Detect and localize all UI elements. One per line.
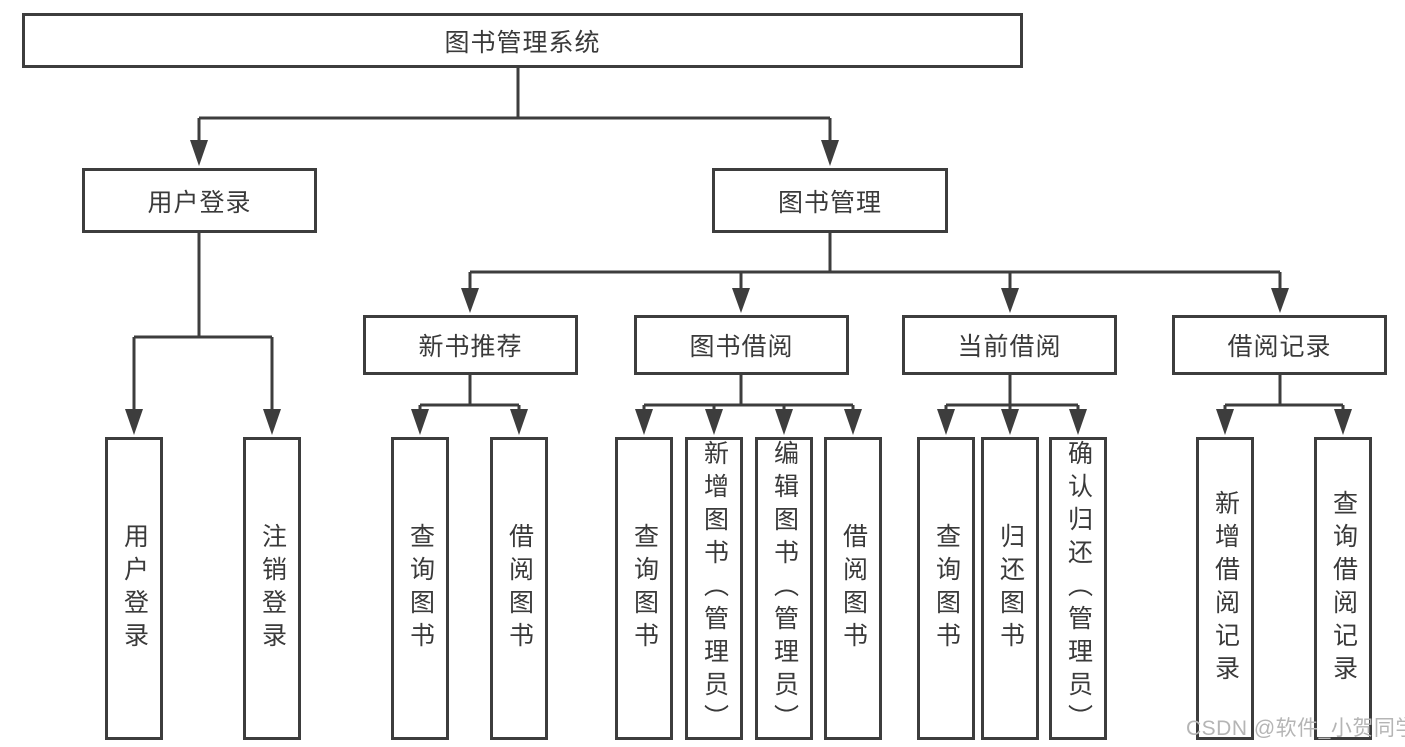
arrow-icon xyxy=(461,288,479,313)
connector-userlogin-to-leaves xyxy=(132,233,274,411)
leaf-logout: 注销登录 xyxy=(243,437,301,740)
node-borrow-records: 借阅记录 xyxy=(1172,315,1387,375)
leaf-borrow-books-recommend: 借阅图书 xyxy=(490,437,548,740)
arrow-icon xyxy=(844,409,862,435)
leaf-query-books-recommend: 查询图书 xyxy=(391,437,449,740)
arrow-icon xyxy=(263,409,281,435)
arrow-icon xyxy=(1069,409,1087,435)
arrow-icon xyxy=(1216,409,1234,435)
leaf-user-login: 用户登录 xyxy=(105,437,163,740)
leaf-add-borrow-record: 新增借阅记录 xyxy=(1196,437,1254,740)
arrow-icon xyxy=(937,409,955,435)
arrow-icon xyxy=(1001,409,1019,435)
node-book-management: 图书管理 xyxy=(712,168,948,233)
connector-borrow-to-leaves xyxy=(642,375,855,411)
leaf-query-books-borrow: 查询图书 xyxy=(615,437,673,740)
leaf-add-books-admin: 新增图书（管理员） xyxy=(685,437,743,740)
leaf-return-books: 归还图书 xyxy=(981,437,1039,740)
arrow-icon xyxy=(1271,288,1289,313)
leaf-borrow-books: 借阅图书 xyxy=(824,437,882,740)
arrow-icon xyxy=(510,409,528,435)
connector-newbook-to-leaves xyxy=(418,375,521,411)
node-root-system: 图书管理系统 xyxy=(22,13,1023,68)
arrow-icon xyxy=(775,409,793,435)
arrow-icon xyxy=(411,409,429,435)
arrow-icon xyxy=(125,409,143,435)
arrow-icon xyxy=(1334,409,1352,435)
connector-current-to-leaves xyxy=(944,375,1080,411)
leaf-confirm-return-admin: 确认归还（管理员） xyxy=(1049,437,1107,740)
arrow-icon xyxy=(821,140,839,166)
csdn-watermark: CSDN @软件_小贺同学 xyxy=(1186,717,1405,740)
leaf-query-books-current: 查询图书 xyxy=(917,437,975,740)
connector-root-to-level2 xyxy=(197,68,832,141)
node-new-book-recommend: 新书推荐 xyxy=(363,315,578,375)
arrow-icon xyxy=(1001,288,1019,313)
arrow-icon xyxy=(732,288,750,313)
connector-records-to-leaves xyxy=(1223,375,1345,411)
node-current-borrow: 当前借阅 xyxy=(902,315,1117,375)
leaf-query-borrow-record: 查询借阅记录 xyxy=(1314,437,1372,740)
arrow-icon xyxy=(635,409,653,435)
arrow-icon xyxy=(705,409,723,435)
connector-bookmgmt-to-level3 xyxy=(468,233,1282,289)
node-book-borrow: 图书借阅 xyxy=(634,315,849,375)
leaf-edit-books-admin: 编辑图书（管理员） xyxy=(755,437,813,740)
node-user-login: 用户登录 xyxy=(82,168,317,233)
arrow-icon xyxy=(190,140,208,166)
